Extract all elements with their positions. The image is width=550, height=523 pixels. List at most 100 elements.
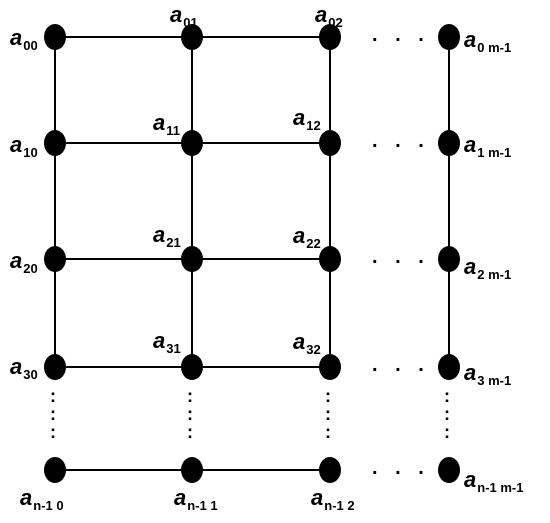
node-n10	[44, 130, 66, 156]
ellipsis-vertical-0-1: :	[50, 404, 56, 424]
ellipsis-vertical-1-2: :	[187, 422, 193, 442]
node-label-nn2: an-1 2	[311, 485, 355, 513]
node-label-nn0: an-1 0	[20, 485, 64, 513]
node-label-n2m: a2 m-1	[464, 254, 511, 282]
node-label-base: a	[464, 360, 476, 385]
node-n32	[319, 354, 341, 380]
node-label-subscript: 00	[23, 38, 37, 53]
node-label-n21: a21	[153, 222, 181, 250]
node-n00	[44, 24, 66, 50]
node-n0m	[438, 24, 460, 50]
ellipsis-vertical-3-0: :	[444, 386, 450, 406]
node-n01	[181, 24, 203, 50]
node-label-subscript: 0 m-1	[477, 40, 511, 55]
node-label-subscript: 3 m-1	[477, 373, 511, 388]
node-label-n11: a11	[153, 110, 180, 138]
node-n3m	[438, 354, 460, 380]
ellipsis-horizontal-1: . . .	[372, 130, 430, 152]
node-label-base: a	[10, 25, 22, 50]
node-label-n0m: a0 m-1	[464, 27, 511, 55]
node-label-base: a	[10, 248, 22, 273]
ellipsis-horizontal-4: . . .	[372, 457, 430, 479]
ellipsis-vertical-2-1: :	[325, 404, 331, 424]
node-label-nnm: an-1 m-1	[464, 467, 523, 495]
ellipsis-horizontal-0: . . .	[372, 24, 430, 46]
node-label-n30: a30	[10, 354, 38, 382]
node-label-subscript: 10	[23, 145, 37, 160]
node-label-nn1: an-1 1	[174, 485, 218, 513]
node-label-subscript: n-1 2	[324, 498, 354, 513]
node-label-base: a	[10, 354, 22, 379]
ellipsis-horizontal-3: . . .	[372, 354, 430, 376]
node-label-base: a	[464, 467, 476, 492]
node-n31	[181, 354, 203, 380]
node-label-base: a	[170, 2, 182, 27]
node-n1m	[438, 130, 460, 156]
node-label-n1m: a1 m-1	[464, 132, 511, 160]
node-label-base: a	[153, 222, 165, 247]
node-label-n02: a02	[315, 2, 343, 30]
node-n30	[44, 354, 66, 380]
node-label-subscript: n-1 0	[33, 498, 63, 513]
node-label-subscript: 22	[306, 236, 320, 251]
node-label-subscript: n-1 1	[187, 498, 217, 513]
node-nnm	[438, 457, 460, 483]
ellipsis-vertical-2-0: :	[325, 386, 331, 406]
node-label-subscript: 21	[166, 235, 180, 250]
node-label-subscript: 31	[166, 341, 180, 356]
node-n12	[319, 130, 341, 156]
node-label-base: a	[174, 485, 186, 510]
ellipsis-vertical-3-2: :	[444, 422, 450, 442]
node-label-base: a	[464, 27, 476, 52]
node-label-n20: a20	[10, 248, 38, 276]
ellipsis-vertical-3-1: :	[444, 404, 450, 424]
node-label-base: a	[311, 485, 323, 510]
ellipsis-vertical-1-0: :	[187, 386, 193, 406]
node-label-base: a	[464, 132, 476, 157]
ellipsis-vertical-0-2: :	[50, 422, 56, 442]
node-label-base: a	[293, 329, 305, 354]
node-label-subscript: 1 m-1	[477, 145, 511, 160]
node-label-n3m: a3 m-1	[464, 360, 511, 388]
node-label-subscript: 20	[23, 261, 37, 276]
node-label-base: a	[153, 328, 165, 353]
node-n2m	[438, 246, 460, 272]
node-n11	[181, 130, 203, 156]
ellipsis-vertical-1-1: :	[187, 404, 193, 424]
ellipsis-horizontal-2: . . .	[372, 246, 430, 268]
node-label-subscript: 01	[183, 15, 197, 30]
node-label-n22: a22	[293, 223, 321, 251]
ellipsis-vertical-2-2: :	[325, 422, 331, 442]
ellipsis-vertical-0-0: :	[50, 386, 56, 406]
node-n22	[319, 246, 341, 272]
ellipses: . . .. . .. . .. . .. . .::::::::::::	[50, 24, 450, 479]
node-label-subscript: 30	[23, 367, 37, 382]
node-label-subscript: 2 m-1	[477, 267, 511, 282]
node-nn2	[319, 457, 341, 483]
node-nn1	[181, 457, 203, 483]
node-label-base: a	[293, 223, 305, 248]
node-label-base: a	[20, 485, 32, 510]
nodes	[44, 24, 460, 483]
node-label-base: a	[153, 110, 165, 135]
node-label-n10: a10	[10, 132, 38, 160]
node-n02	[319, 24, 341, 50]
node-n21	[181, 246, 203, 272]
node-label-subscript: 02	[328, 15, 342, 30]
node-label-n32: a32	[293, 329, 321, 357]
node-label-subscript: 11	[166, 123, 180, 138]
node-label-n12: a12	[293, 105, 321, 133]
node-label-n31: a31	[153, 328, 181, 356]
node-label-subscript: 12	[306, 118, 320, 133]
node-label-base: a	[10, 132, 22, 157]
node-label-base: a	[464, 254, 476, 279]
node-label-base: a	[293, 105, 305, 130]
node-label-n00: a00	[10, 25, 38, 53]
node-label-n01: a01	[170, 2, 198, 30]
node-label-base: a	[315, 2, 327, 27]
node-label-subscript: n-1 m-1	[477, 480, 523, 495]
node-n20	[44, 246, 66, 272]
node-label-subscript: 32	[306, 342, 320, 357]
